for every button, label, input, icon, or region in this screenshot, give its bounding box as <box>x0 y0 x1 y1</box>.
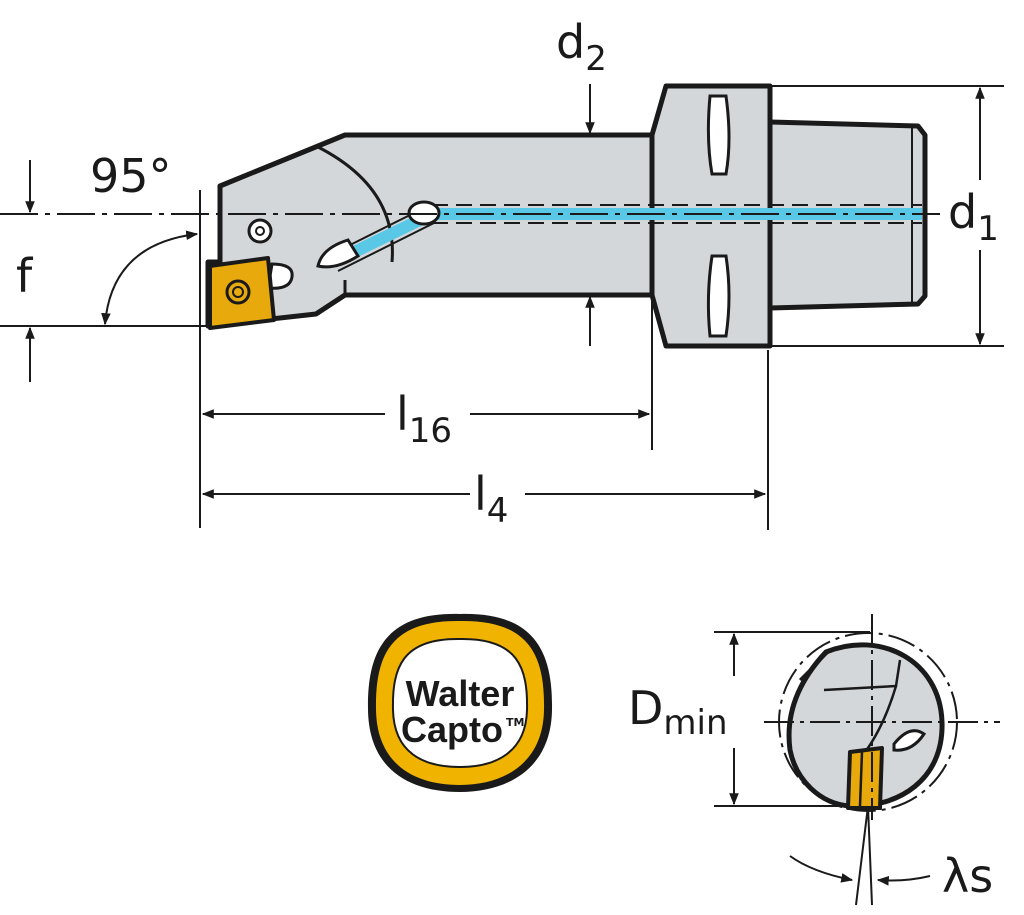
walter-capto-logo: Walter Capto TM <box>367 613 553 792</box>
head-contour <box>317 145 394 263</box>
label-d2: d2 <box>556 15 607 79</box>
label-dmin: Dmin <box>628 681 728 743</box>
end-view-dimensions <box>714 614 1000 906</box>
drive-slot-upper <box>706 94 731 176</box>
boring-bar-side-view <box>205 83 928 349</box>
dimension-lines <box>0 84 1004 530</box>
label-lambda-s: λs <box>942 849 993 903</box>
end-view-insert <box>846 746 884 810</box>
label-l4: l4 <box>474 467 508 531</box>
logo-text-walter: Walter <box>406 673 515 714</box>
label-d1: d1 <box>948 185 999 249</box>
clamp-screw-icon <box>247 218 273 244</box>
logo-trademark: TM <box>506 716 524 729</box>
drive-slot-lower <box>706 254 731 338</box>
label-angle: 95° <box>90 149 172 203</box>
bar-head <box>205 132 655 329</box>
label-l16: l16 <box>396 387 452 451</box>
label-f: f <box>16 249 34 303</box>
end-view <box>778 632 958 812</box>
logo-text-capto: Capto <box>401 709 503 750</box>
